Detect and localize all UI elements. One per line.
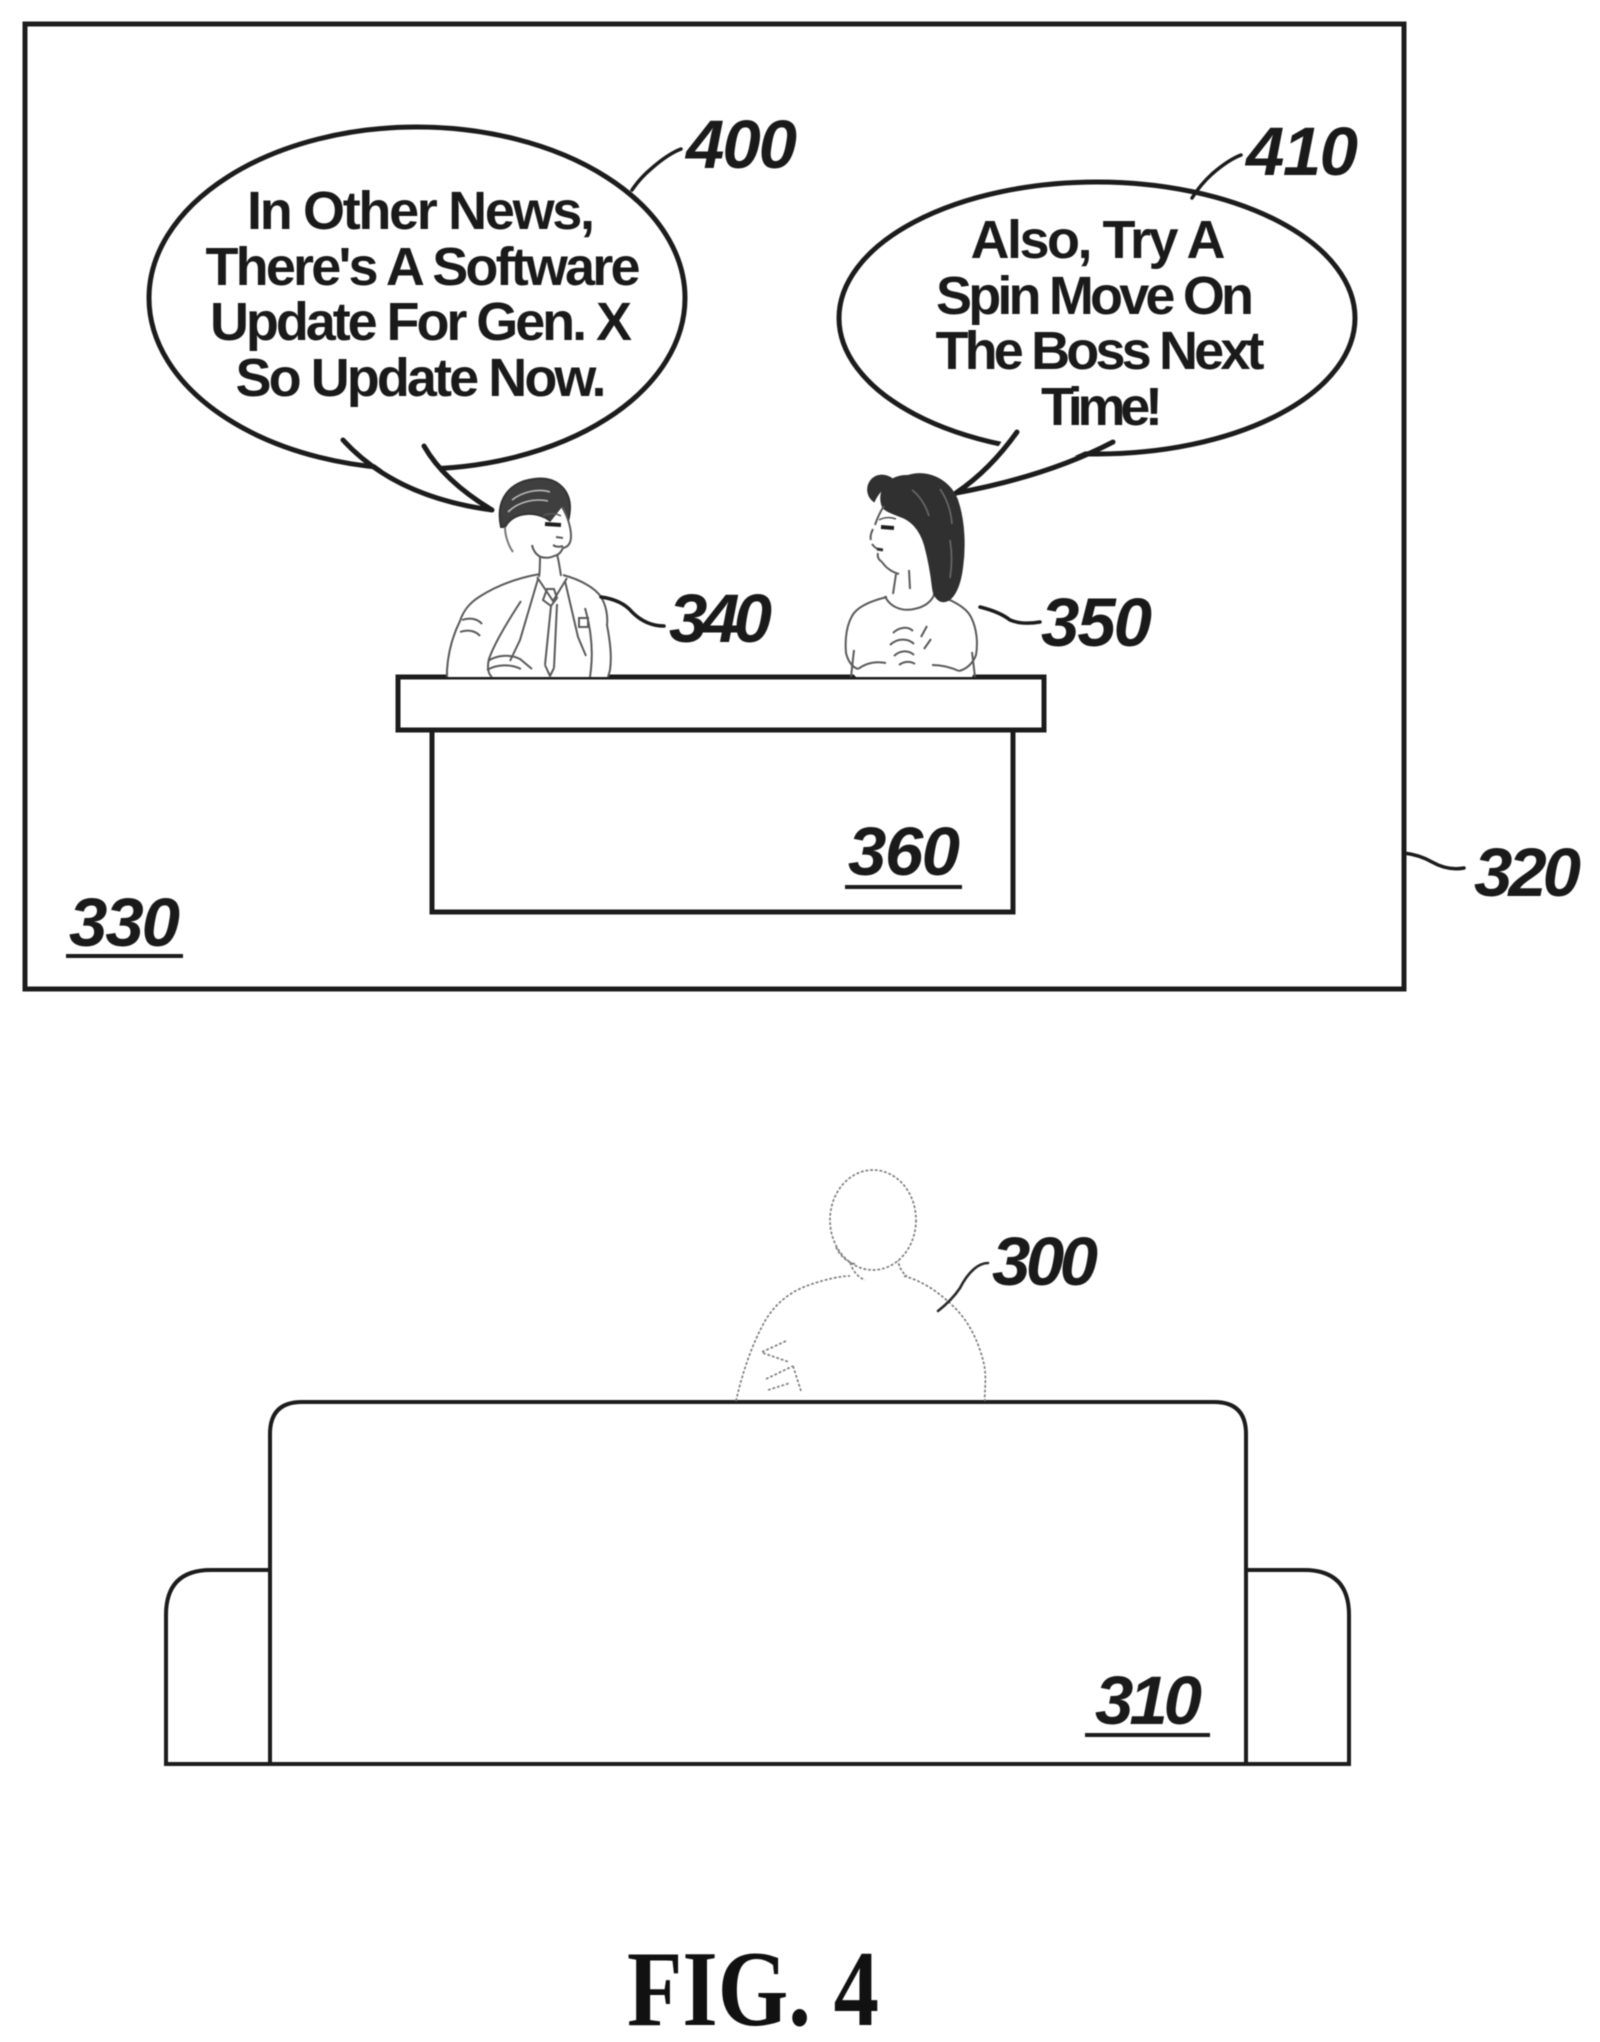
svg-text:360: 360 [848,813,960,890]
svg-text:In Other News,: In Other News, [247,181,595,241]
svg-text:300: 300 [992,1223,1098,1300]
svg-text:410: 410 [1244,113,1358,190]
svg-text:Time!: Time! [1041,377,1163,437]
svg-text:310: 310 [1095,1662,1202,1739]
svg-text:So Update Now.: So Update Now. [236,348,607,408]
svg-text:Update For Gen. X: Update For Gen. X [210,292,632,352]
svg-text:The Boss Next: The Boss Next [936,321,1265,381]
svg-text:Also, Try A: Also, Try A [971,210,1226,270]
svg-text:Spin Move On: Spin Move On [936,266,1254,326]
svg-text:320: 320 [1474,834,1581,911]
svg-text:330: 330 [69,884,180,961]
svg-text:340: 340 [669,580,772,657]
svg-text:350: 350 [1041,584,1152,661]
svg-text:400: 400 [684,106,797,183]
svg-text:There's A Software: There's A Software [206,237,641,297]
svg-text:FIG. 4: FIG. 4 [627,1930,879,2042]
